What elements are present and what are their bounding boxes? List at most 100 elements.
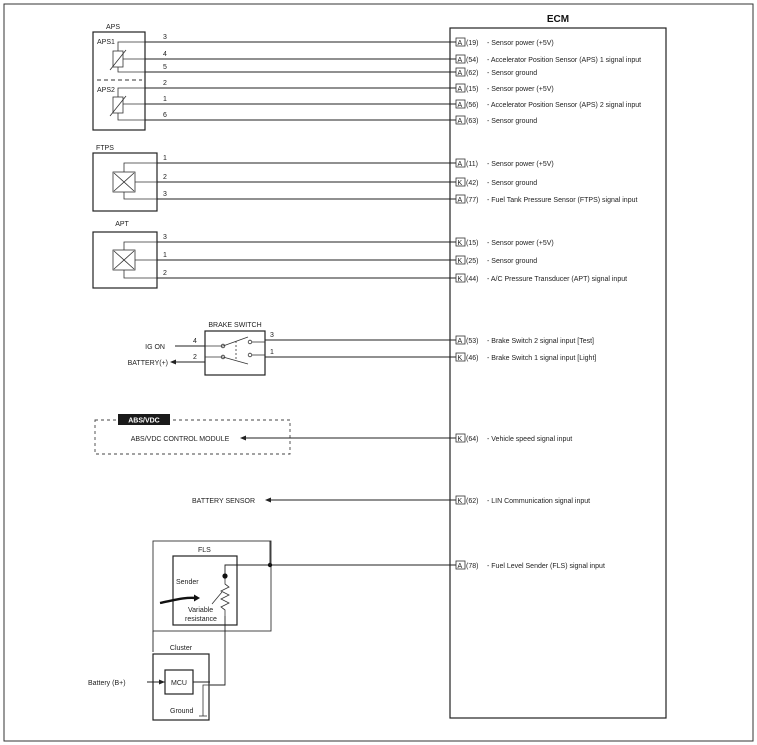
brake-switch-title: BRAKE SWITCH (208, 322, 261, 329)
svg-text:- Brake Switch 1 signal input: - Brake Switch 1 signal input [Light] (487, 355, 596, 362)
svg-text:A: A (458, 102, 463, 109)
aps1-sensor-icon (109, 41, 145, 73)
ftps-terminal-1: A (11) - Sensor power (+5V) (455, 158, 554, 168)
apt-pin-2: 1 (163, 252, 167, 259)
ftps-terminal-2: K (42) - Sensor ground (455, 177, 537, 187)
aps2-label: APS2 (97, 87, 115, 94)
aps-title: APS (106, 24, 120, 31)
fls-resistance-label: resistance (185, 616, 217, 623)
apt-terminal-3: K (44) - A/C Pressure Transducer (APT) s… (455, 273, 627, 283)
apt-terminal-1: K (15) - Sensor power (+5V) (455, 237, 554, 247)
brake-pin-2: 2 (193, 354, 197, 361)
svg-text:(62): (62) (466, 498, 478, 505)
svg-text:A: A (458, 161, 463, 168)
brake-terminal-2: K (46) - Brake Switch 1 signal input [Li… (455, 352, 596, 362)
svg-text:K: K (458, 240, 463, 247)
brake-wires (170, 339, 456, 365)
svg-text:(78): (78) (466, 563, 478, 570)
fls-terminal: A (78) - Fuel Level Sender (FLS) signal … (455, 560, 605, 570)
apt-sensor-icon (112, 241, 157, 279)
svg-text:(54): (54) (466, 57, 478, 64)
ftps-pin-1: 1 (163, 155, 167, 162)
fls-wires (152, 541, 456, 686)
battery-label: BATTERY(+) (128, 360, 168, 367)
fls-outer-frame (152, 540, 272, 632)
aps-wires (145, 41, 456, 121)
svg-text:K: K (458, 436, 463, 443)
ftps-pin-2: 2 (163, 174, 167, 181)
svg-text:A: A (458, 563, 463, 570)
apt-title: APT (115, 221, 129, 228)
cluster-box (152, 653, 210, 721)
svg-text:A: A (458, 40, 463, 47)
svg-text:(42): (42) (466, 180, 478, 187)
ftps-title: FTPS (96, 145, 114, 152)
fls-sender-label: Sender (176, 579, 199, 586)
svg-text:(15): (15) (466, 240, 478, 247)
svg-text:A: A (458, 57, 463, 64)
ftps-terminal-3: A (77) - Fuel Tank Pressure Sensor (FTPS… (455, 194, 637, 204)
fls-resistor-icon (211, 576, 230, 616)
svg-text:- Sensor power (+5V): - Sensor power (+5V) (487, 240, 554, 247)
svg-text:- Vehicle speed signal input: - Vehicle speed signal input (487, 436, 572, 443)
svg-text:- Sensor ground: - Sensor ground (487, 258, 537, 265)
aps-pin-5: 1 (163, 96, 167, 103)
abs-vdc-badge (118, 414, 170, 425)
svg-text:A: A (458, 338, 463, 345)
ecm-title: ECM (547, 14, 569, 25)
aps-pin-2: 4 (163, 51, 167, 58)
svg-text:- Sensor power (+5V): - Sensor power (+5V) (487, 161, 554, 168)
svg-text:- A/C Pressure Transducer (APT: - A/C Pressure Transducer (APT) signal i… (487, 276, 627, 283)
svg-text:(46): (46) (466, 355, 478, 362)
svg-text:- Sensor ground: - Sensor ground (487, 70, 537, 77)
svg-text:K: K (458, 180, 463, 187)
battery-sensor-label: BATTERY SENSOR (192, 498, 255, 505)
apt-terminal-2: K (25) - Sensor ground (455, 255, 537, 265)
battery-sensor-wire (265, 497, 456, 503)
fls-box (172, 555, 238, 626)
svg-text:K: K (458, 355, 463, 362)
ftps-pin-3: 3 (163, 191, 167, 198)
cluster-ground-label: Ground (170, 708, 193, 715)
svg-text:K: K (458, 276, 463, 283)
svg-text:(15): (15) (466, 86, 478, 93)
aps-terminal-4: A (15) - Sensor power (+5V) (455, 83, 554, 93)
apt-pin-1: 3 (163, 234, 167, 241)
brake-pin-4: 4 (193, 338, 197, 345)
svg-text:(25): (25) (466, 258, 478, 265)
ftps-wires (157, 162, 456, 200)
aps-terminal-2: A (54) - Accelerator Position Sensor (AP… (455, 54, 641, 64)
mcu-label: MCU (171, 680, 187, 687)
ftps-sensor-icon (112, 162, 157, 200)
svg-text:(53): (53) (466, 338, 478, 345)
svg-text:(62): (62) (466, 70, 478, 77)
svg-text:- LIN Communication signal inp: - LIN Communication signal input (487, 498, 590, 505)
brake-terminal-1: A (53) - Brake Switch 2 signal input [Te… (455, 335, 594, 345)
svg-text:- Sensor power (+5V): - Sensor power (+5V) (487, 86, 554, 93)
brake-pin-3: 3 (270, 332, 274, 339)
svg-text:A: A (458, 197, 463, 204)
brake-pin-1: 1 (270, 349, 274, 356)
svg-text:- Fuel Level Sender (FLS) sign: - Fuel Level Sender (FLS) signal input (487, 563, 605, 570)
fls-sender-arrow-icon (159, 594, 200, 605)
abs-vdc-module-label: ABS/VDC CONTROL MODULE (131, 436, 230, 443)
svg-text:A: A (458, 70, 463, 77)
abs-vdc-badge-text: ABS/VDC (128, 418, 160, 425)
aps-pin-3: 5 (163, 64, 167, 71)
svg-text:(64): (64) (466, 436, 478, 443)
fls-title: FLS (198, 547, 211, 554)
cluster-title: Cluster (170, 645, 193, 652)
cluster-wires (147, 679, 210, 717)
aps-terminal-6: A (63) - Sensor ground (455, 115, 537, 125)
diagram-frame (3, 3, 754, 742)
svg-text:K: K (458, 498, 463, 505)
battery-sensor-terminal: K (62) - LIN Communication signal input (455, 495, 590, 505)
fls-variable-label: Variable (188, 607, 213, 614)
aps-pin-4: 2 (163, 80, 167, 87)
svg-text:- Accelerator Position Sensor: - Accelerator Position Sensor (APS) 1 si… (487, 57, 641, 64)
svg-text:- Sensor ground: - Sensor ground (487, 180, 537, 187)
svg-text:(11): (11) (466, 161, 478, 168)
svg-text:- Sensor power (+5V): - Sensor power (+5V) (487, 40, 554, 47)
apt-pin-3: 2 (163, 270, 167, 277)
aps-pin-6: 6 (163, 112, 167, 119)
